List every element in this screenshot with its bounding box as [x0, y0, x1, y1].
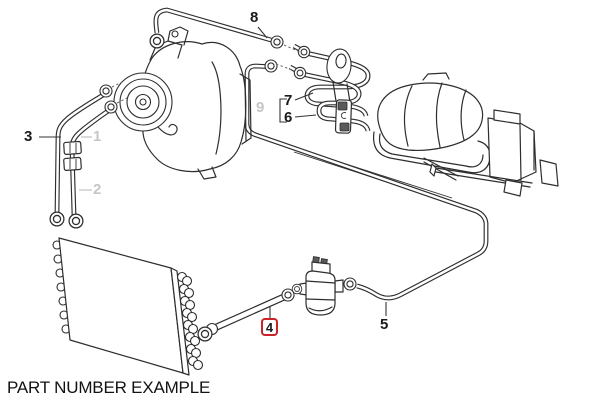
- part-label-2: 2: [93, 181, 102, 198]
- alignment-dashed-lines: [111, 44, 301, 104]
- engine-intake-manifold: [372, 72, 559, 197]
- part-label-1: 1: [93, 128, 102, 145]
- part-4-hose: [197, 288, 295, 342]
- part-label-3: 3: [24, 128, 33, 145]
- leader-lines: [39, 26, 387, 318]
- part-label-9: 9: [256, 99, 265, 116]
- part-label-8: 8: [250, 9, 259, 26]
- receiver-drier: [291, 256, 357, 316]
- ac-compressor: [113, 26, 252, 180]
- parts-1-2-3-pipes: [49, 84, 118, 229]
- caption-text: PART NUMBER EXAMPLE: [7, 378, 211, 397]
- part-label-5: 5: [380, 316, 389, 333]
- parts-6-7-pipes: [288, 43, 368, 134]
- part-label-4-highlighted: 4: [261, 318, 278, 336]
- part-label-7: 7: [284, 92, 293, 109]
- part-label-6: 6: [284, 109, 293, 126]
- condenser: [52, 237, 204, 376]
